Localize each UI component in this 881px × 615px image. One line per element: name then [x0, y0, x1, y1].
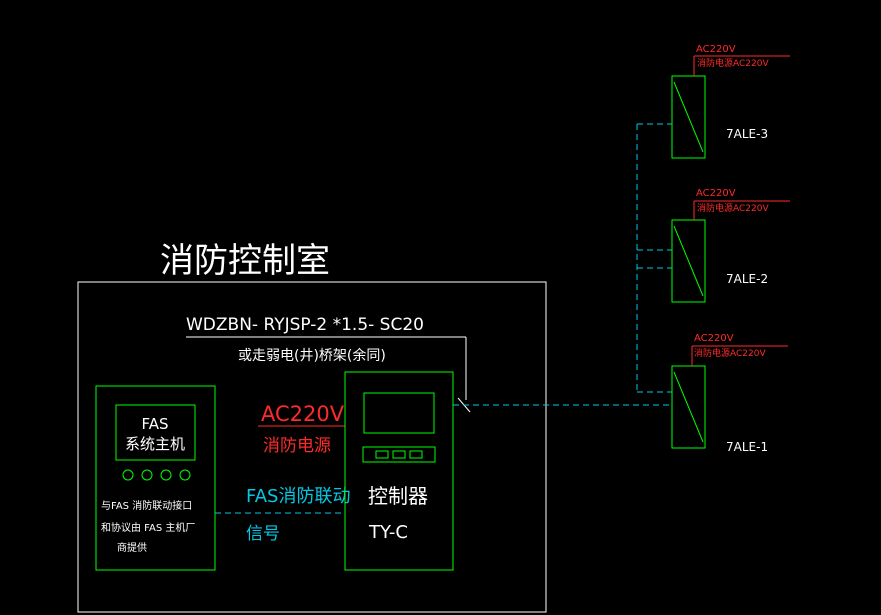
signal-label-2: 信号 — [246, 524, 280, 544]
fas-note-1: 与FAS 消防联动接口 — [101, 499, 192, 512]
fas-host-title-1: FAS — [141, 415, 168, 433]
fas-note-3: 商提供 — [117, 541, 147, 554]
panel-7ale-1: AC220V 消防电源AC220V 7ALE-1 — [671, 333, 788, 454]
controller-button-2 — [392, 450, 406, 459]
fas-host-screen — [115, 404, 196, 461]
fas-host-box — [95, 385, 216, 571]
signal-label-1: FAS消防联动 — [246, 486, 350, 507]
fas-indicator-2 — [141, 469, 153, 481]
power-label-2: 消防电源 — [263, 436, 331, 456]
power-label-1: AC220V — [261, 402, 345, 426]
controller-box — [344, 371, 454, 571]
panel-box — [671, 365, 706, 449]
panel-power-label-1: AC220V — [696, 44, 736, 55]
control-room-frame — [77, 281, 547, 613]
control-room-title: 消防控制室 — [160, 241, 330, 281]
panel-box — [671, 219, 706, 303]
panel-diagonal — [673, 371, 704, 443]
fas-indicator-1 — [122, 469, 134, 481]
controller-button-bar — [362, 446, 436, 463]
panel-id: 7ALE-3 — [726, 127, 768, 141]
panel-7ale-3: AC220V 消防电源AC220V 7ALE-3 — [671, 44, 790, 159]
panel-id: 7ALE-1 — [726, 440, 768, 454]
panel-box — [671, 75, 706, 159]
panel-7ale-2: AC220V 消防电源AC220V 7ALE-2 — [671, 188, 790, 303]
fas-indicator-3 — [160, 469, 172, 481]
panel-power-label-1: AC220V — [696, 188, 736, 199]
controller-label: 控制器 — [368, 484, 428, 508]
cable-route-note: 或走弱电(井)桥架(余同) — [238, 347, 386, 364]
panel-power-label-2: 消防电源AC220V — [697, 202, 769, 214]
controller-model: TY-C — [368, 522, 408, 543]
controller-button-3 — [409, 450, 423, 459]
controller-screen — [363, 392, 435, 434]
fas-note-2: 和协议由 FAS 主机厂 — [101, 521, 195, 534]
panel-power-label-1: AC220V — [694, 333, 734, 344]
fas-host-title-2: 系统主机 — [125, 435, 185, 453]
controller-button-1 — [375, 450, 389, 459]
fas-indicator-4 — [179, 469, 191, 481]
panel-power-label-2: 消防电源AC220V — [697, 57, 769, 69]
panel-diagonal — [673, 81, 704, 153]
panel-id: 7ALE-2 — [726, 272, 768, 286]
panel-diagonal — [673, 225, 704, 297]
panel-power-label-2: 消防电源AC220V — [694, 347, 766, 359]
cable-spec: WDZBN- RYJSP-2 *1.5- SC20 — [186, 315, 424, 335]
